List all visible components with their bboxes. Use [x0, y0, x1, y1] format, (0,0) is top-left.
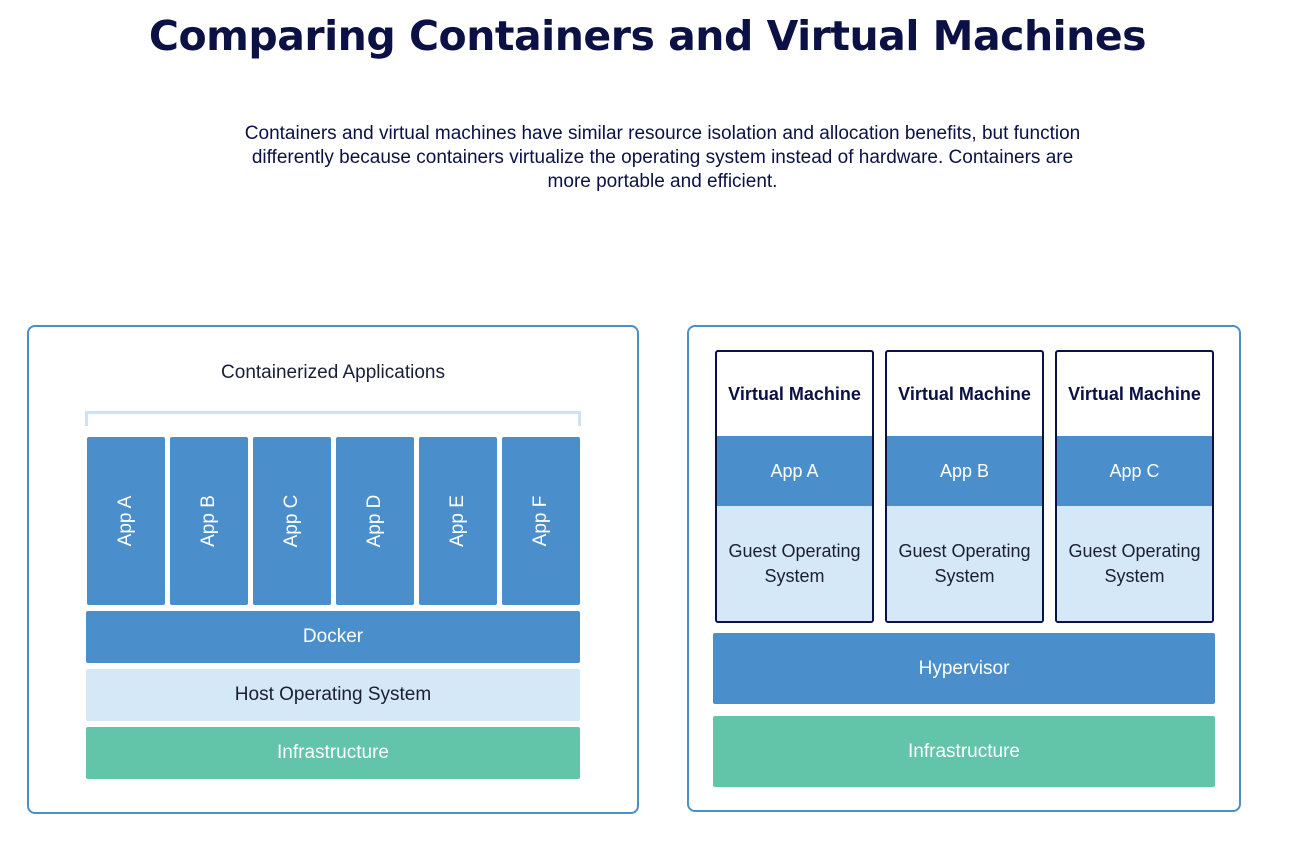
containers-panel: Containerized Applications App A App B A… — [27, 325, 639, 814]
vm-title: Virtual Machine — [1068, 383, 1201, 404]
guest-os: Guest Operating System — [717, 506, 872, 621]
vm-app: App C — [1057, 436, 1212, 506]
vm-infrastructure-layer: Infrastructure — [713, 716, 1215, 787]
container-app-e: App E — [419, 437, 497, 605]
container-app-f: App F — [502, 437, 580, 605]
container-app-label: App E — [447, 495, 468, 547]
page-subtitle: Containers and virtual machines have sim… — [244, 123, 1081, 192]
virtual-machine-c: Virtual Machine App C Guest Operating Sy… — [1055, 350, 1214, 623]
container-app-label: App A — [115, 495, 136, 547]
container-app-b: App B — [170, 437, 248, 605]
vm-panel: Virtual Machine App A Guest Operating Sy… — [687, 325, 1241, 812]
container-app-label: App D — [364, 494, 385, 548]
vm-title: Virtual Machine — [728, 383, 861, 404]
guest-os: Guest Operating System — [1057, 506, 1212, 621]
virtual-machine-b: Virtual Machine App B Guest Operating Sy… — [885, 350, 1044, 623]
docker-layer: Docker — [86, 611, 580, 663]
container-app-label: App B — [198, 495, 219, 547]
container-app-d: App D — [336, 437, 414, 605]
hypervisor-layer: Hypervisor — [713, 633, 1215, 704]
apps-bracket — [85, 411, 581, 426]
virtual-machine-a: Virtual Machine App A Guest Operating Sy… — [715, 350, 874, 623]
vm-title: Virtual Machine — [898, 383, 1031, 404]
guest-os: Guest Operating System — [887, 506, 1042, 621]
containerized-apps-label: Containerized Applications — [221, 362, 445, 383]
host-os-layer: Host Operating System — [86, 669, 580, 721]
container-app-c: App C — [253, 437, 331, 605]
container-infrastructure-layer: Infrastructure — [86, 727, 580, 779]
container-app-label: App F — [530, 495, 551, 547]
container-app-a: App A — [87, 437, 165, 605]
vm-app: App A — [717, 436, 872, 506]
vm-app: App B — [887, 436, 1042, 506]
page-title: Comparing Containers and Virtual Machine… — [148, 12, 1147, 60]
container-app-label: App C — [281, 494, 302, 548]
